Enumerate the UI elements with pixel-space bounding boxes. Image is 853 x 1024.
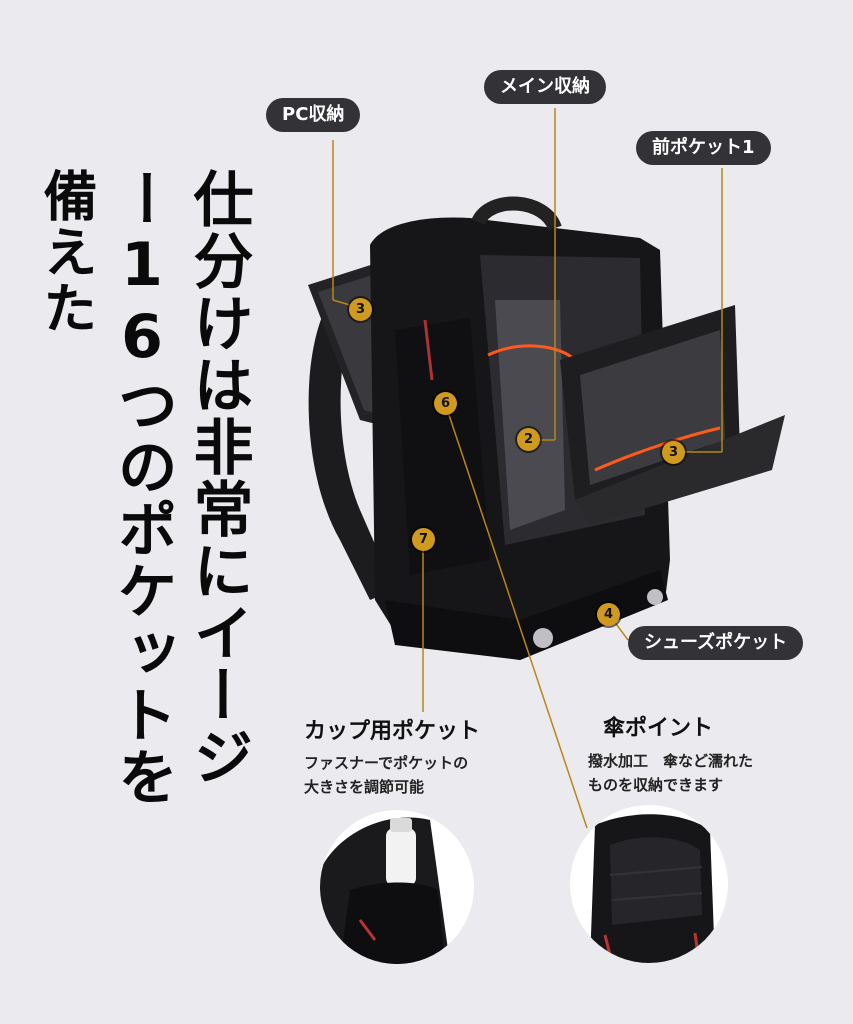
main-storage-label: メイン収納 <box>484 70 606 104</box>
pc-storage-label: PC収納 <box>266 98 361 132</box>
umbrella-pocket-photo <box>570 805 728 963</box>
umbrella-desc-1: 撥水加工 傘など濡れた <box>588 752 754 770</box>
leader-side-umbrella <box>444 402 588 829</box>
umbrella-title: 傘ポイント <box>603 716 714 741</box>
front-pocket-label: 前ポケット1 <box>636 131 771 165</box>
cup-pocket-photo <box>320 810 474 964</box>
marker-front: 3 <box>662 441 685 464</box>
marker-cup: 7 <box>412 528 435 551</box>
marker-side: 6 <box>434 392 457 415</box>
umbrella-desc-2: ものを収納できます <box>588 776 724 794</box>
headline-line-2: ー16つのポケットを <box>107 168 177 808</box>
shoulder-strap <box>308 300 395 600</box>
cup-pocket-desc-2: 大きさを調節可能 <box>304 778 425 796</box>
side-pocket <box>395 318 490 575</box>
shoe-compartment <box>385 570 668 660</box>
top-handle <box>471 196 562 232</box>
marker-pc: 3 <box>349 298 372 321</box>
water-bottle <box>386 828 416 886</box>
cup-pocket-desc-1: ファスナーでポケットの <box>304 754 469 772</box>
marker-shoes: 4 <box>597 603 620 626</box>
front-flap <box>575 415 785 525</box>
marker-main: 2 <box>517 428 540 451</box>
headline-line-3: 備えた <box>34 168 97 336</box>
cup-pocket-title: カップ用ポケット <box>304 719 481 744</box>
shoe-pocket-label: シューズポケット <box>628 626 804 660</box>
headline-line-1: 仕分けは非常にイージ <box>183 168 253 788</box>
